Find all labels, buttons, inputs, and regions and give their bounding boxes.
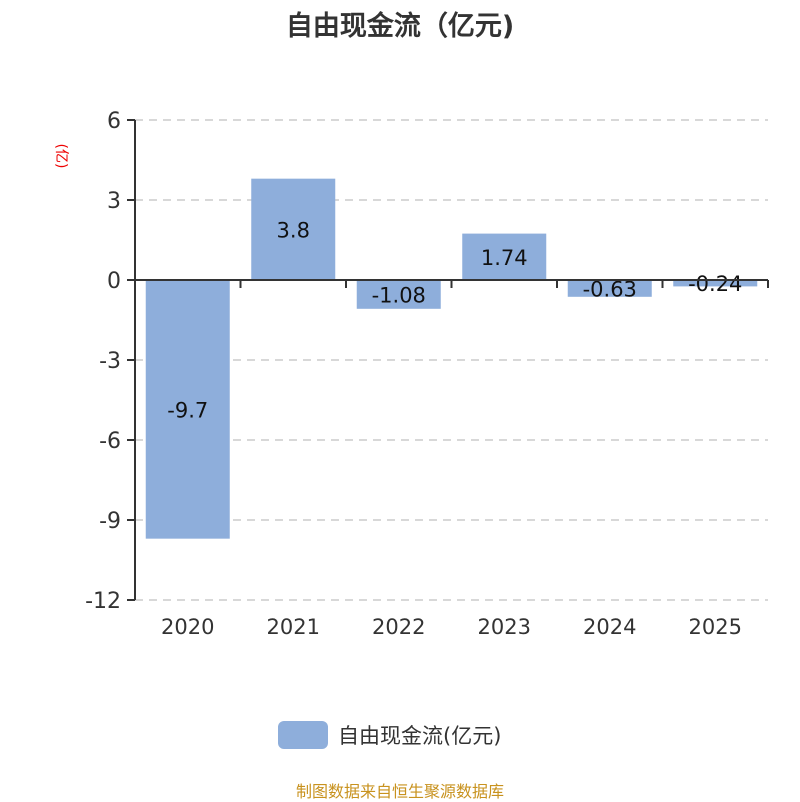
bar-2024	[567, 280, 652, 297]
y-tick-label: -9	[99, 509, 121, 534]
x-tick-label: 2023	[478, 615, 531, 639]
chart-title: 自由现金流（亿元)	[285, 11, 515, 42]
y-tick-label: -3	[99, 349, 121, 374]
data-label: -0.63	[583, 277, 637, 301]
legend-label: 自由现金流(亿元)	[338, 724, 502, 748]
bar-2021	[251, 178, 336, 280]
bar-2022	[356, 280, 441, 309]
y-tick-label: 0	[107, 269, 121, 294]
y-tick-label: 6	[107, 109, 121, 134]
legend[interactable]: 自由现金流(亿元)	[278, 720, 501, 750]
legend-swatch	[278, 721, 328, 749]
y-tick-label: -6	[99, 429, 121, 454]
y-tick-label: 3	[107, 189, 121, 214]
bar-2023	[462, 233, 547, 280]
source-note: 制图数据来自恒生聚源数据库	[295, 782, 504, 801]
x-tick-label: 2024	[583, 615, 636, 639]
x-tick-label: 2022	[372, 615, 425, 639]
x-tick-label: 2020	[161, 615, 214, 639]
bar-2020	[145, 280, 230, 539]
bar-2025	[673, 280, 758, 287]
data-label: 1.74	[481, 246, 528, 270]
data-label: -0.24	[688, 272, 742, 296]
data-label: -9.7	[167, 398, 208, 422]
x-tick-label: 2021	[267, 615, 320, 639]
data-label: 3.8	[277, 218, 310, 242]
data-label: -1.08	[372, 283, 426, 307]
x-tick-label: 2025	[689, 615, 742, 639]
y-tick-label: -12	[85, 589, 121, 614]
